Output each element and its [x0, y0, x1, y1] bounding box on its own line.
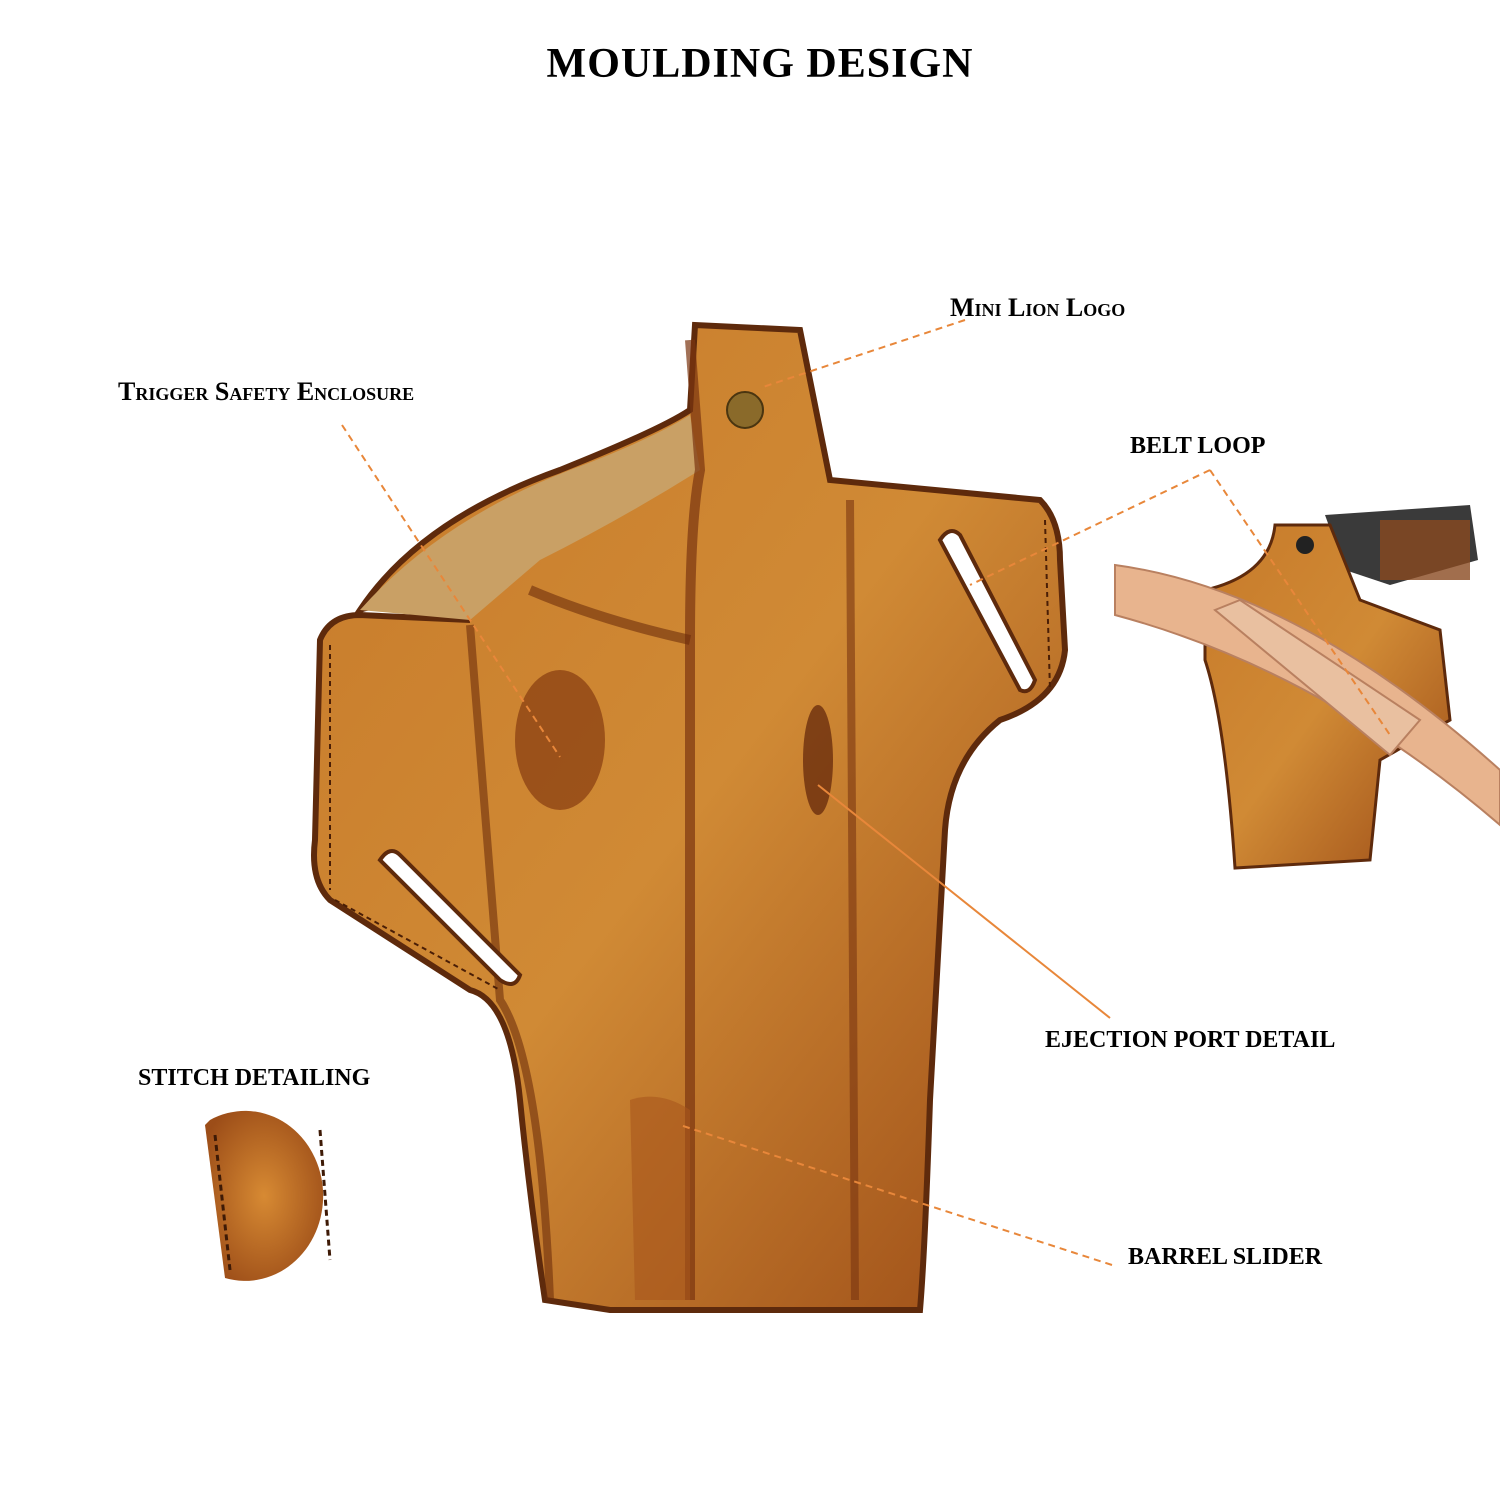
leader-trigger-safety — [341, 424, 561, 758]
label-ejection-port-detail: EJECTION PORT DETAIL — [1045, 1027, 1336, 1053]
lion-logo-icon — [726, 391, 764, 429]
label-barrel-slider: BARREL SLIDER — [1128, 1244, 1323, 1270]
leader-ejection-port — [817, 784, 1111, 1019]
leader-lines — [341, 319, 1391, 1266]
leader-barrel-slider — [679, 1124, 1113, 1266]
label-stitch-detailing: STITCH DETAILING — [138, 1065, 371, 1091]
stitch-detail-closeup — [205, 1110, 332, 1281]
label-mini-lion-logo: Mini Lion Logo — [950, 293, 1126, 322]
belt-loop-inset-photo — [1114, 505, 1500, 870]
holster — [311, 321, 1069, 1313]
leader-belt-loop — [969, 469, 1391, 736]
page-title: MOULDING DESIGN — [546, 41, 974, 87]
label-belt-loop: BELT LOOP — [1130, 433, 1266, 459]
label-trigger-safety-enclosure: Trigger Safety Enclosure — [118, 377, 415, 406]
